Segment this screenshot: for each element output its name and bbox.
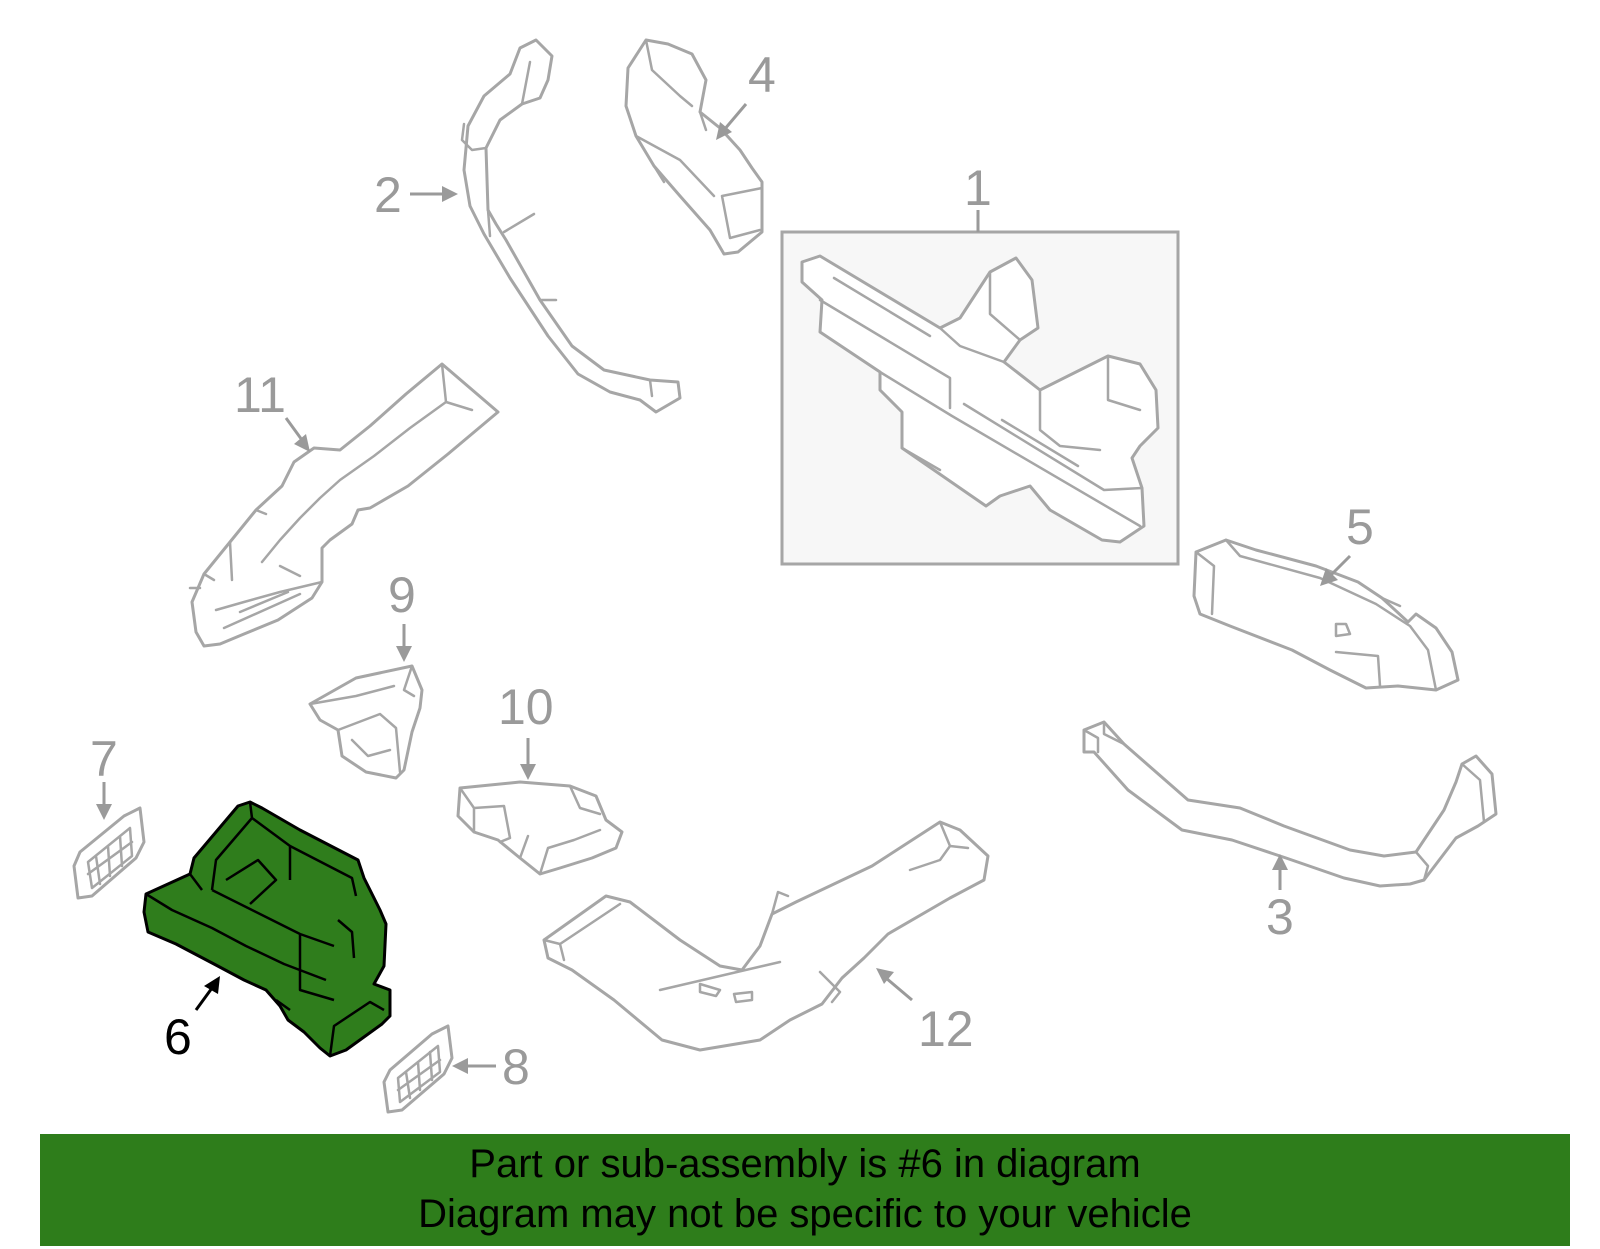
callout-11: 11 (234, 367, 286, 423)
callout-12: 12 (918, 1001, 974, 1057)
callout-10: 10 (498, 679, 554, 735)
part-3-floor-duct[interactable] (1082, 720, 1498, 888)
part-6-highlighted-duct[interactable] (142, 800, 392, 1058)
callout-9: 9 (388, 567, 416, 623)
callout-6: 6 (164, 1009, 192, 1065)
info-banner: Part or sub-assembly is #6 in diagram Di… (40, 1134, 1570, 1246)
part-2-side-duct[interactable] (460, 38, 682, 414)
part-7-grille[interactable] (72, 806, 146, 900)
part-5-side-duct[interactable] (1192, 538, 1460, 692)
part-10-outlet-duct[interactable] (456, 780, 624, 876)
part-9-outlet[interactable] (308, 664, 424, 780)
banner-line-1: Part or sub-assembly is #6 in diagram (469, 1142, 1141, 1186)
callout-4: 4 (748, 47, 776, 103)
part-4-elbow-duct[interactable] (624, 38, 764, 256)
part-1-duct-assembly[interactable] (780, 230, 1180, 566)
part-11-rear-duct[interactable] (188, 362, 500, 648)
callout-3: 3 (1266, 889, 1294, 945)
part-12-floor-duct[interactable] (542, 820, 990, 1052)
part-8-grille[interactable] (382, 1024, 454, 1114)
banner-line-2: Diagram may not be specific to your vehi… (418, 1192, 1192, 1236)
callout-5: 5 (1346, 499, 1374, 555)
callout-7: 7 (90, 731, 118, 787)
callout-1: 1 (964, 160, 992, 216)
callout-8: 8 (502, 1039, 530, 1095)
callout-2: 2 (374, 167, 402, 223)
